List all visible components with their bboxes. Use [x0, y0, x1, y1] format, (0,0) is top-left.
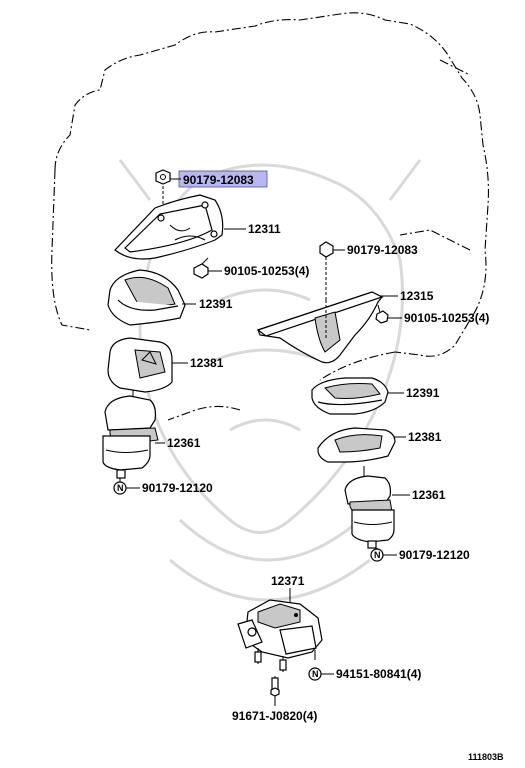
nut-90179-12083-a [155, 169, 171, 185]
bolt-90105-a [193, 257, 209, 279]
n-symbol-a: N [117, 483, 124, 493]
stud-91671-a [254, 648, 262, 664]
bolt-90105-b [375, 304, 402, 324]
mount-12361-right [344, 466, 395, 549]
label-12381-b[interactable]: 12381 [408, 430, 442, 444]
engine-outline [51, 12, 489, 421]
bracket-12311 [114, 194, 224, 260]
stud-mount-c [279, 656, 287, 672]
label-12361-a[interactable]: 12361 [167, 436, 201, 450]
stud-91671-b [270, 676, 280, 706]
label-12361-b[interactable]: 12361 [412, 488, 446, 502]
label-90179-12120-a[interactable]: 90179-12120 [142, 481, 213, 495]
nut-90179-12083-b [319, 241, 345, 300]
label-90179-12120-b[interactable]: 90179-12120 [399, 548, 470, 562]
label-94151-80841[interactable]: 94151-80841(4) [336, 667, 421, 681]
label-12315[interactable]: 12315 [400, 289, 434, 303]
label-91671-J0820[interactable]: 91671-J0820(4) [232, 709, 317, 723]
label-90105-10253-a[interactable]: 90105-10253(4) [224, 264, 309, 278]
label-12391-a[interactable]: 12391 [199, 297, 233, 311]
bracket-12315 [256, 291, 384, 364]
nut-90179-12120-b [370, 548, 397, 562]
label-12391-b[interactable]: 12391 [406, 386, 440, 400]
mount-12371 [237, 588, 323, 659]
label-12371[interactable]: 12371 [271, 574, 305, 588]
n-symbol-c: N [312, 669, 319, 679]
label-12311[interactable]: 12311 [248, 222, 281, 236]
insulator-12381-left [107, 337, 173, 393]
n-symbol-b: N [374, 550, 381, 560]
label-90179-12083-a[interactable]: 90179-12083 [183, 173, 254, 187]
label-12381-a[interactable]: 12381 [190, 356, 224, 370]
insulator-12391-left [107, 269, 186, 326]
insulator-12381-right [317, 427, 396, 463]
label-90179-12083-b[interactable]: 90179-12083 [347, 243, 418, 257]
label-90105-10253-b[interactable]: 90105-10253(4) [404, 311, 489, 325]
mount-12361-left [102, 390, 159, 479]
nut-90179-12120-a [113, 478, 140, 495]
figure-code: 111803B [468, 752, 504, 762]
nut-94151-80841 [308, 650, 334, 681]
insulator-12391-right [311, 377, 389, 415]
